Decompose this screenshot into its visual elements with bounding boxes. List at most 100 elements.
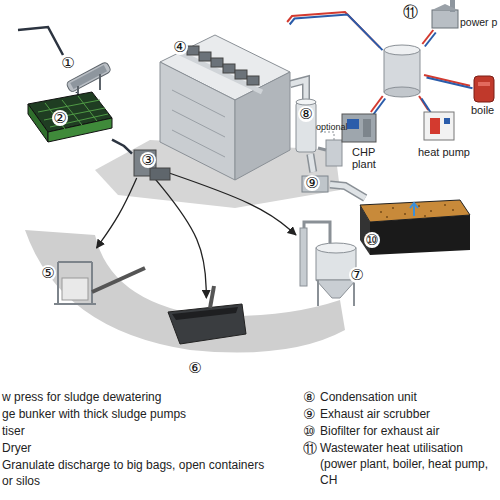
- dryer-unit: [178, 52, 262, 92]
- condensation-unit: [296, 99, 316, 105]
- optional-unit: [318, 132, 334, 140]
- legend-number: ⑩: [303, 423, 316, 439]
- condensation-unit: [296, 99, 316, 152]
- dryer-unit: [160, 62, 235, 180]
- floor-area: [25, 230, 345, 353]
- heat-pump-unit: [430, 118, 440, 134]
- arrow-connector: [154, 168, 296, 235]
- floor-area: [25, 140, 345, 353]
- optional-unit: [318, 148, 326, 150]
- connector-line: [330, 185, 365, 199]
- exhaust-scrubber: [302, 176, 328, 192]
- optional-unit: [318, 132, 342, 166]
- chp-unit: [347, 119, 359, 129]
- sludge-bunker: [28, 104, 48, 142]
- heat-storage-tank: [384, 45, 420, 55]
- boiler: [478, 82, 490, 86]
- feed-pipe: [18, 27, 63, 55]
- dryer-unit: [172, 90, 225, 157]
- feed-pipe: [18, 27, 63, 55]
- heat-connector: [371, 96, 385, 115]
- callout-number: ⑥: [187, 360, 203, 376]
- connector-line: [310, 154, 313, 172]
- boiler: [474, 76, 494, 102]
- dryer-unit: [211, 58, 223, 67]
- granulate-silo: [300, 228, 307, 286]
- legend-text: Granulate discharge to big bags, open co…: [2, 457, 270, 489]
- power-plant: [432, 10, 458, 28]
- connector-line: [290, 80, 306, 100]
- big-bag-station: [92, 268, 145, 292]
- arrow-connector: [97, 178, 137, 248]
- equipment-unit: ⑩: [356, 198, 472, 256]
- granulate-silo: [316, 243, 356, 253]
- power-plant: [432, 4, 458, 10]
- return-line: [425, 33, 436, 47]
- dryer-unit: [199, 52, 211, 61]
- heat-pump-unit: [424, 112, 454, 140]
- connector-line: [112, 140, 132, 154]
- equipment-label: power p: [460, 16, 497, 28]
- callout-number: ⑨: [304, 175, 320, 191]
- granulate-silo: [300, 222, 356, 306]
- callout-number: ①: [60, 55, 76, 71]
- return-line: [427, 78, 473, 89]
- note-label: optional: [316, 122, 348, 132]
- open-container: [168, 304, 246, 344]
- equipment-unit: ④: [155, 22, 290, 182]
- open-container: [210, 286, 214, 308]
- chp-unit: [363, 119, 371, 137]
- sludge-bunker: [28, 92, 112, 142]
- granulate-silo: [316, 280, 356, 298]
- legend-text: Wastewater heat utilisation (power plant…: [320, 440, 500, 488]
- equipment-unit: ⑤: [40, 248, 112, 306]
- exhaust-scrubber: [302, 176, 328, 192]
- callout-number: ⑧: [298, 106, 314, 122]
- legend-text: Condensation unit: [320, 389, 417, 405]
- heat-pump-unit: [424, 112, 454, 140]
- connector-line: [97, 178, 137, 248]
- legend-text: Dryer: [2, 440, 31, 456]
- heat-connector: [419, 96, 431, 113]
- granulator: [150, 168, 170, 180]
- biofilter: [360, 200, 470, 255]
- condensation-unit: [296, 102, 316, 152]
- equipment-label: heat pump: [418, 146, 470, 158]
- dryer-unit: [247, 76, 259, 85]
- callout-number: ②: [52, 110, 68, 126]
- big-bag-station: [62, 278, 88, 300]
- granulate-silo: [304, 222, 330, 246]
- power-plant: [450, 0, 455, 12]
- heat-connector: [287, 12, 382, 50]
- legend-text: tiser: [2, 423, 25, 439]
- equipment-label: CHP plant: [352, 146, 386, 170]
- duct-outline: [330, 185, 365, 199]
- dryer-unit: [223, 64, 235, 73]
- arrow-connector: [154, 177, 206, 298]
- dryer-unit: [160, 35, 290, 180]
- duct-connector: [290, 80, 306, 100]
- granulate-silo: [318, 280, 354, 306]
- equipment-unit: power p: [428, 0, 462, 30]
- screw-press: [99, 74, 101, 90]
- dryer-unit: [187, 46, 199, 55]
- callout-number: ⑩: [364, 232, 380, 248]
- duct-connector: [330, 185, 365, 199]
- big-bag-station: [54, 262, 145, 304]
- heat-storage-tank: [384, 50, 420, 92]
- connector-line: [424, 75, 470, 86]
- sludge-bunker: [38, 96, 108, 129]
- callout-number: ⑦: [349, 267, 365, 283]
- biofilter: [410, 203, 418, 216]
- return-line: [422, 99, 431, 113]
- heat-storage-tank: [384, 45, 420, 97]
- callout-number: ⑪: [402, 4, 418, 20]
- optional-unit: [326, 140, 342, 166]
- equipment-unit: boile: [470, 72, 498, 106]
- heat-storage-tank: [384, 87, 420, 97]
- legend-text: Biofilter for exhaust air: [320, 423, 439, 439]
- screw-press: [70, 65, 107, 89]
- heat-connector: [424, 75, 473, 88]
- heat-connector: [422, 30, 435, 47]
